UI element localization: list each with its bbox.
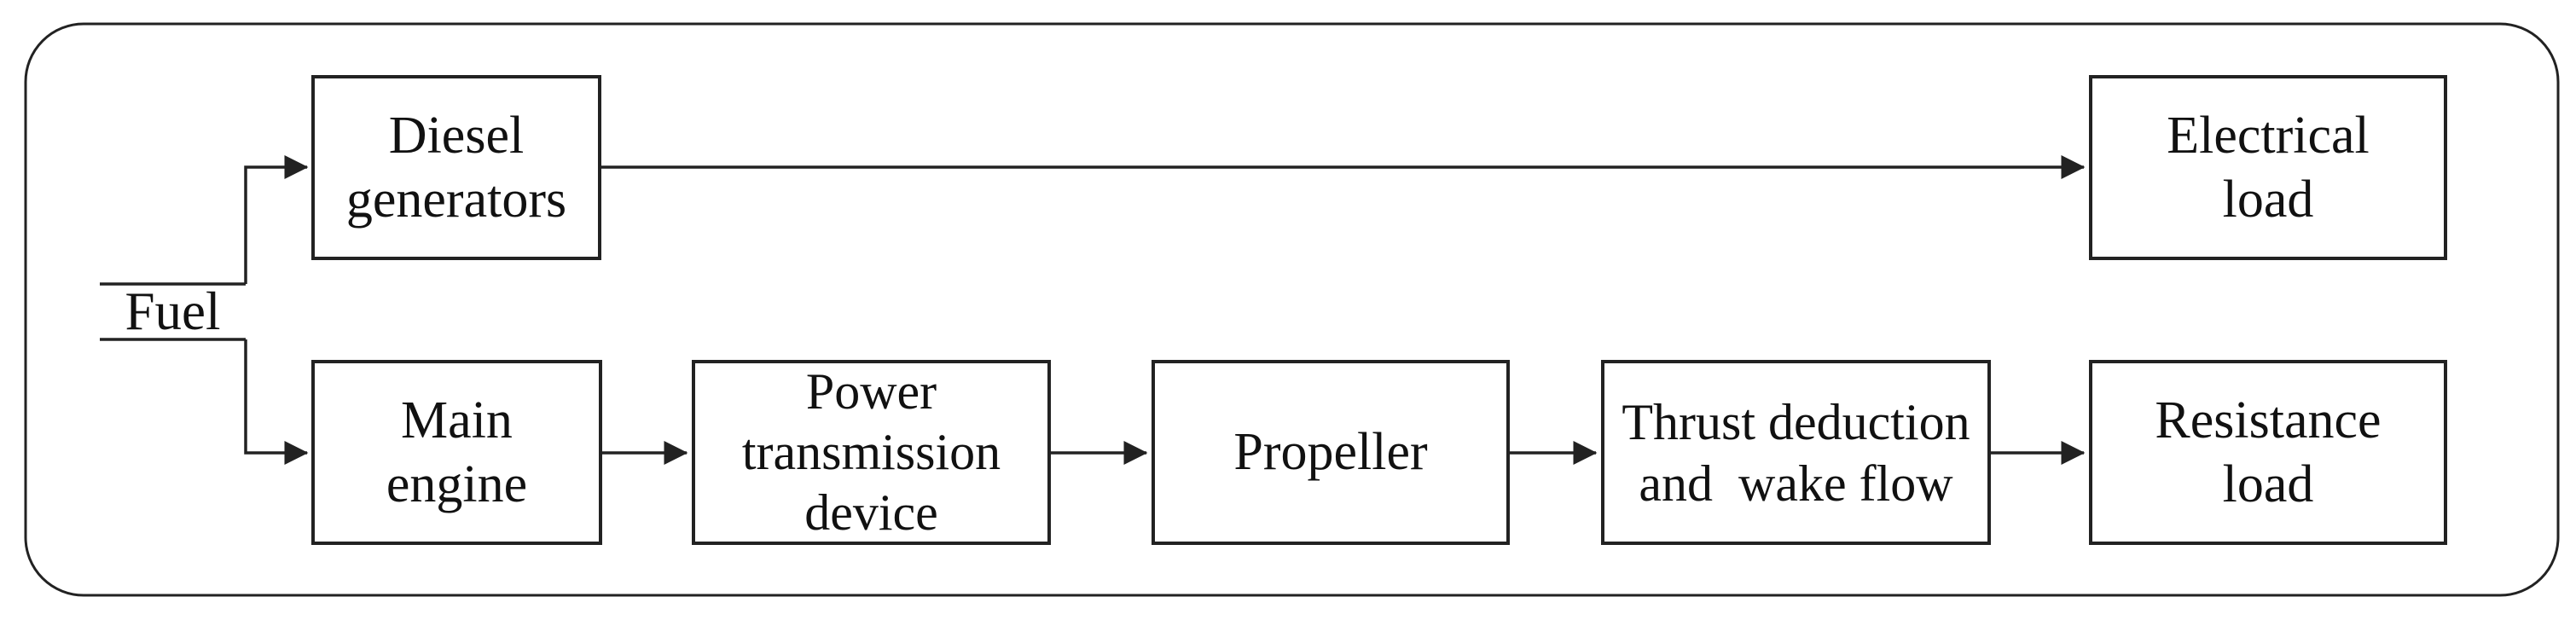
fuel-label: Fuel: [125, 281, 221, 341]
node-power-transmission-device-label: Power transmission device: [741, 363, 1001, 541]
node-propeller: Propeller: [1152, 360, 1510, 545]
node-diesel-generators: Diesel generators: [311, 75, 601, 260]
connector-fuel-to-diesel: [244, 155, 309, 284]
node-electrical-load-label: Electrical load: [2167, 107, 2370, 229]
node-propeller-label: Propeller: [1233, 423, 1428, 482]
node-main-engine-label: Main engine: [386, 391, 528, 513]
node-main-engine: Main engine: [311, 360, 602, 545]
connector-fuel-to-main-engine: [244, 339, 309, 465]
node-resistance-load-label: Resistance load: [2155, 391, 2382, 513]
node-diesel-generators-label: Diesel generators: [345, 107, 567, 229]
node-power-transmission-device: Power transmission device: [692, 360, 1051, 545]
node-electrical-load: Electrical load: [2089, 75, 2447, 260]
node-thrust-deduction-wake-flow: Thrust deduction and wake flow: [1601, 360, 1991, 545]
diagram-border: [24, 22, 2560, 597]
node-thrust-deduction-wake-flow-label: Thrust deduction and wake flow: [1622, 393, 1970, 512]
node-resistance-load: Resistance load: [2089, 360, 2447, 545]
